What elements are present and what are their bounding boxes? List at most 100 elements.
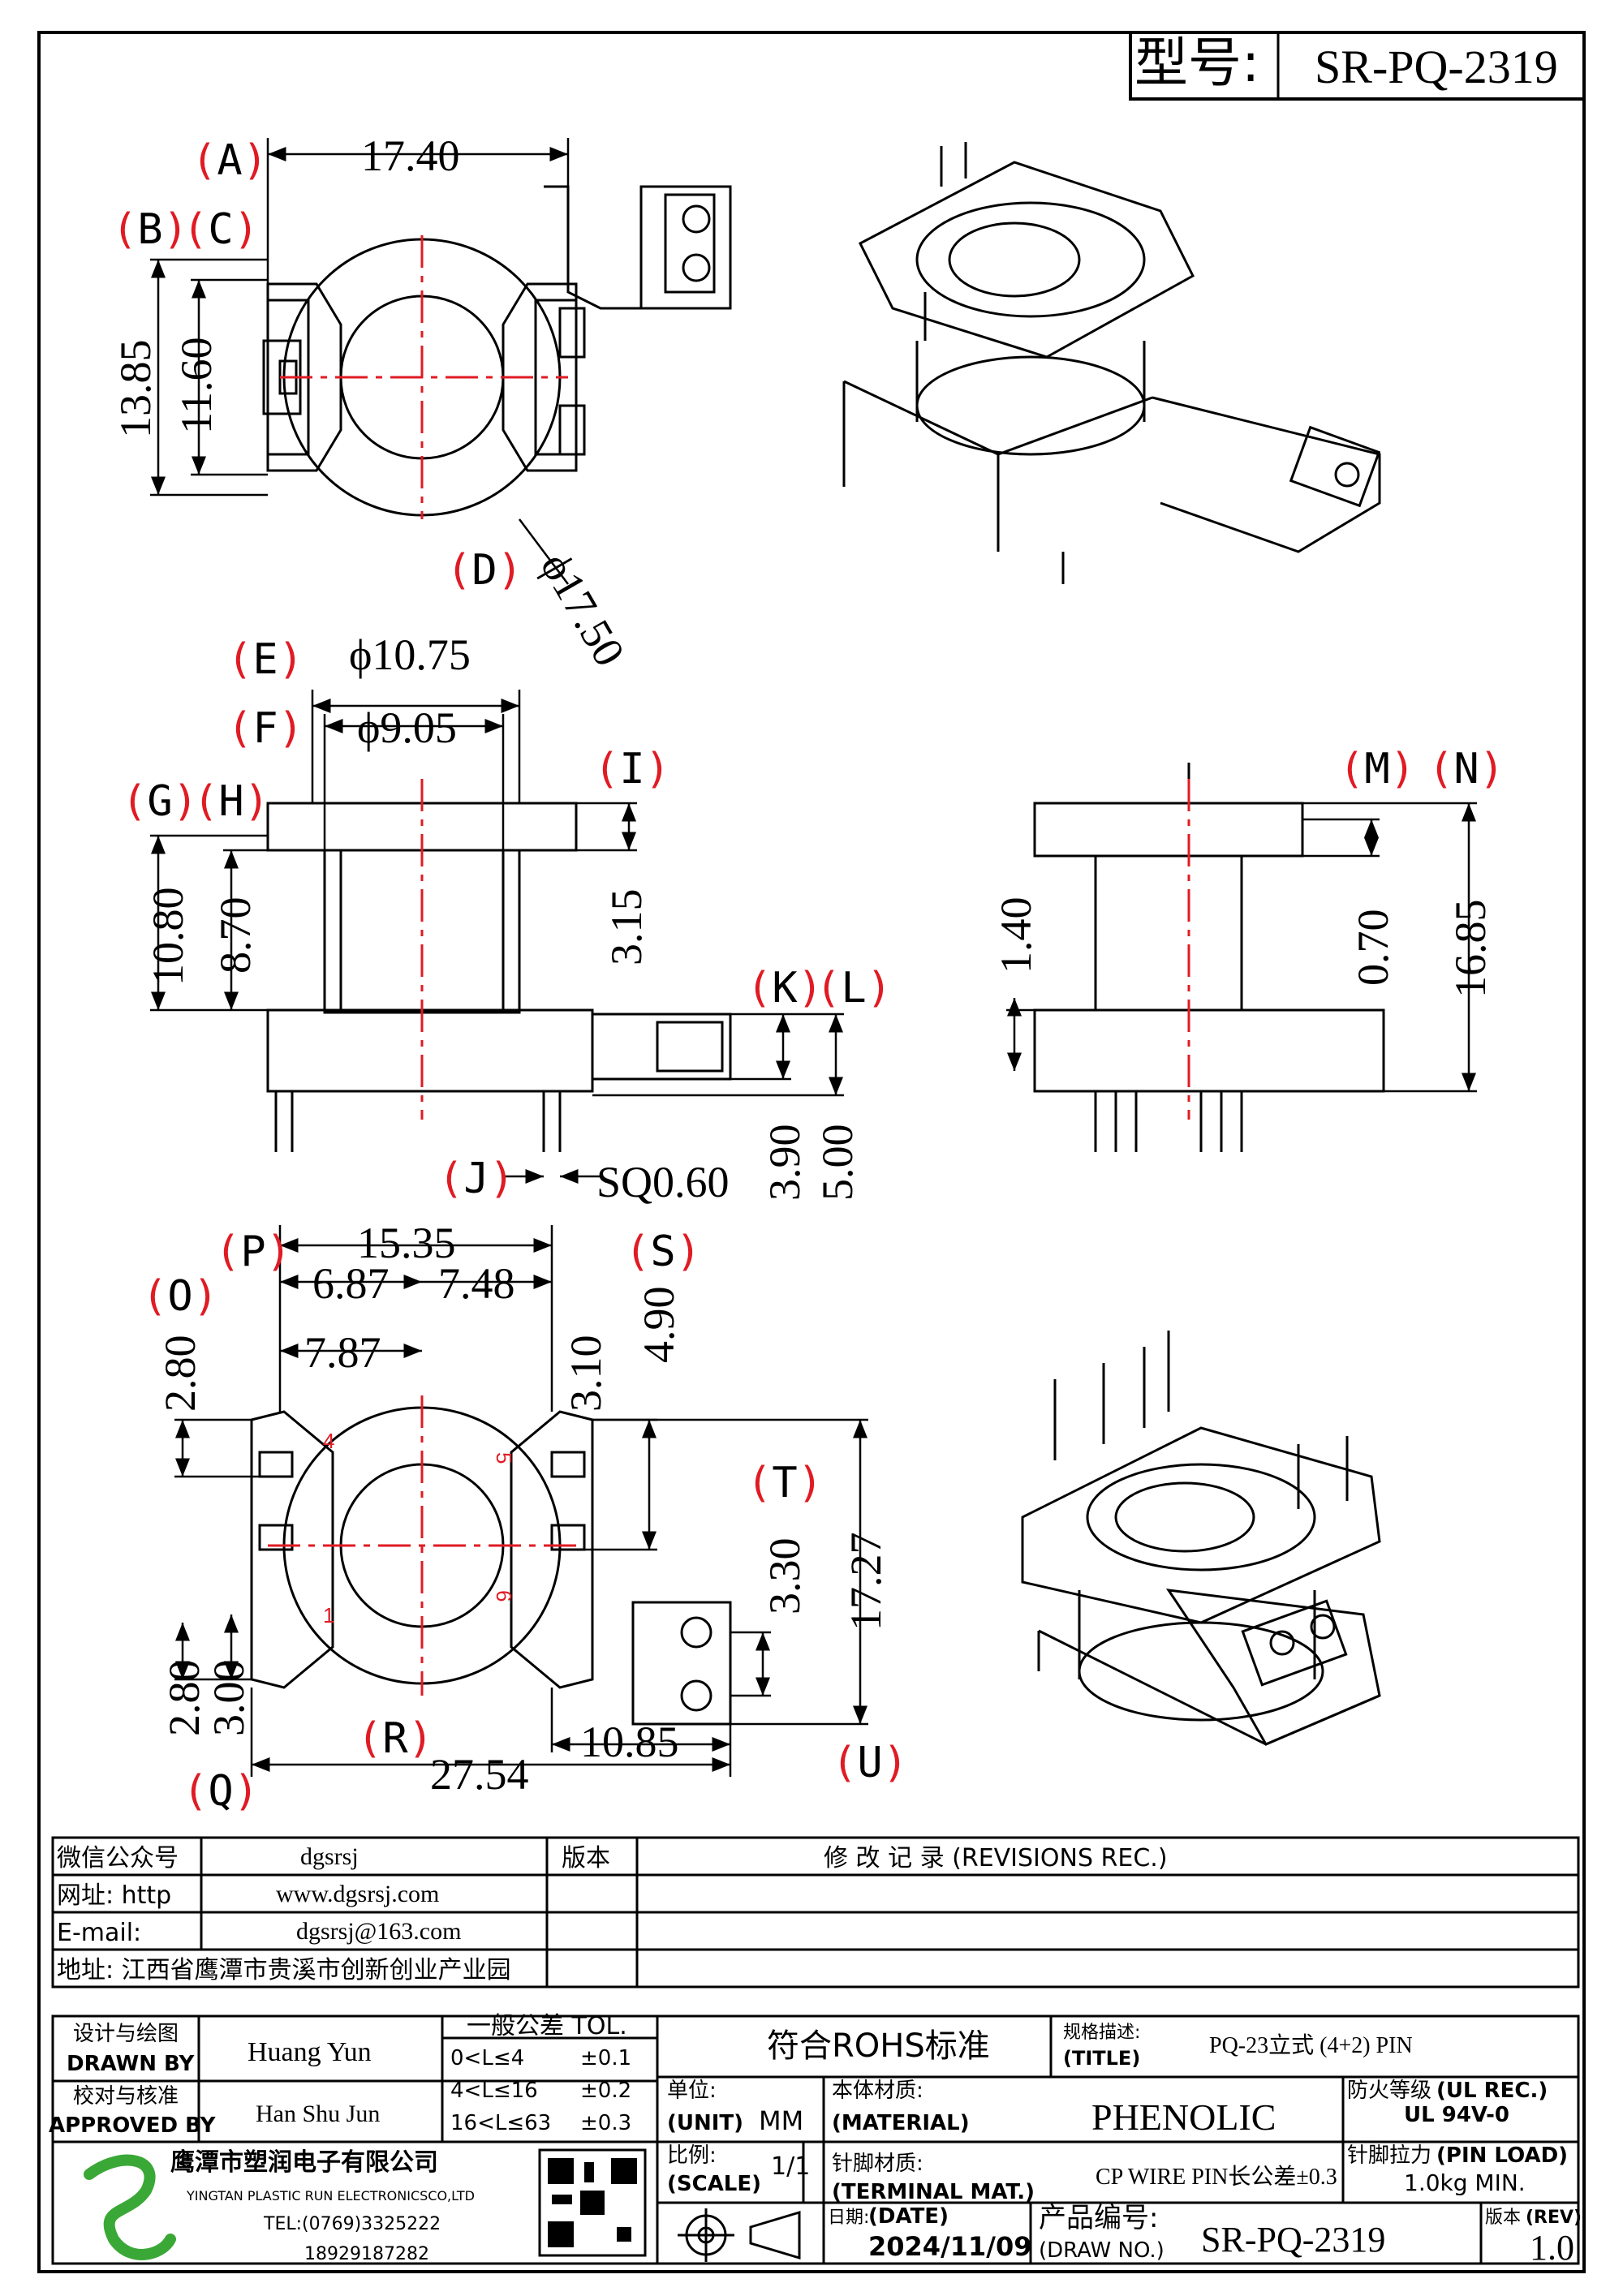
pin-numbers: 4 1 5 6: [323, 1429, 516, 1627]
dim-13-85: 13.85: [111, 340, 160, 439]
dim-sq-0-60: SQ0.60: [596, 1158, 730, 1206]
info-label-address: 地址: 江西省鹰潭市贵溪市创新创业产业园: [57, 1956, 511, 1984]
company-logo: [84, 2154, 176, 2260]
front-view: [266, 779, 732, 1152]
iso-view-bottom: [1021, 1331, 1381, 1746]
tol-range-1: 0<L≤4: [450, 2046, 524, 2070]
drawn-by-cn: 设计与绘图: [73, 2022, 179, 2046]
dim-phi-17-50: ϕ17.50: [532, 544, 635, 674]
company-cn: 鹰潭市塑润电子有限公司: [170, 2148, 438, 2177]
sheet-frame: [37, 31, 1586, 2273]
tol-range-2: 4<L≤16: [450, 2079, 538, 2103]
scale-value: 1/1: [771, 2152, 810, 2181]
dim-1-40: 1.40: [992, 897, 1040, 974]
dim-17-40: 17.40: [361, 131, 460, 180]
drawn-by-en: DRAWN BY: [67, 2052, 195, 2076]
scale-en: (SCALE): [667, 2172, 761, 2196]
drawno-cn: 产品编号:: [1039, 2202, 1158, 2234]
rev-en: (REV): [1526, 2208, 1582, 2228]
callout-n: (N): [1428, 745, 1505, 793]
dim-3-15: 3.15: [602, 889, 651, 966]
top-view: [262, 185, 732, 519]
revisions-header: 修 改 记 录 (REVISIONS REC.): [824, 1844, 1168, 1872]
dim-3-90: 3.90: [760, 1124, 809, 1202]
terminal-value: CP WIRE PIN长公差±0.3: [1096, 2164, 1337, 2190]
dim-8-70: 8.70: [211, 897, 260, 974]
title-cn: 规格描述:: [1063, 2023, 1140, 2043]
callout-p: (P): [215, 1228, 291, 1276]
dimension-texts: 17.40 13.85 11.60 ϕ17.50 ϕ10.75 ϕ9.05 10…: [111, 131, 1495, 1799]
callout-k: (K): [747, 964, 823, 1013]
dim-2-80-top: 2.80: [156, 1335, 204, 1412]
callouts: (A) (B) (C) (D) (E) (F) (G) (H) (I) (J) …: [112, 136, 1505, 1816]
drawn-by-name: Huang Yun: [248, 2037, 372, 2067]
dim-16-85: 16.85: [1446, 900, 1495, 999]
callout-h: (H): [193, 777, 269, 826]
tol-value-3: ±0.3: [580, 2111, 631, 2135]
unit-en: (UNIT): [667, 2111, 743, 2135]
flame-value: UL 94V-0: [1404, 2103, 1509, 2127]
callout-e: (E): [227, 635, 304, 684]
model-value: SR-PQ-2319: [1315, 41, 1558, 93]
dim-2-80-bot: 2.80: [160, 1660, 209, 1737]
dim-0-70: 0.70: [1349, 909, 1397, 987]
dim-phi-10-75: ϕ10.75: [349, 630, 471, 679]
material-cn: 本体材质:: [832, 2079, 923, 2103]
rev-value: 1.0: [1530, 2228, 1574, 2268]
callout-g: (G): [122, 777, 198, 826]
date-cn: 日期:: [828, 2208, 869, 2228]
dim-15-35: 15.35: [357, 1219, 456, 1267]
rev-cn: 版本: [1485, 2208, 1521, 2228]
info-label-wechat: 微信公众号: [57, 1844, 179, 1872]
dim-phi-9-05: ϕ9.05: [357, 703, 457, 752]
unit-value: MM: [759, 2105, 803, 2136]
pin-number-5: 5: [492, 1452, 516, 1464]
tol-title: 一般公差 TOL.: [467, 2012, 627, 2040]
bottom-view: [250, 1395, 732, 1726]
unit-cn: 单位:: [667, 2079, 717, 2103]
company-tel: TEL:(0769)3325222: [263, 2214, 441, 2234]
dim-10-80: 10.80: [144, 888, 192, 987]
title-block: 设计与绘图 DRAWN BY 校对与核准 APPROVED BY 一般公差 TO…: [49, 2012, 1582, 2268]
company-mobile: 18929187282: [304, 2244, 429, 2264]
pin-load-en: (PIN LOAD): [1436, 2143, 1568, 2168]
callout-q: (Q): [183, 1767, 259, 1816]
dim-7-87: 7.87: [304, 1328, 381, 1377]
approved-by-en: APPROVED BY: [49, 2113, 217, 2138]
side-view: [1033, 763, 1385, 1152]
drawno-value: SR-PQ-2319: [1201, 2220, 1385, 2259]
callout-o: (O): [142, 1272, 218, 1321]
dim-4-90: 4.90: [635, 1287, 683, 1364]
title-en: (TITLE): [1063, 2047, 1140, 2070]
date-value: 2024/11/09: [868, 2231, 1032, 2262]
dim-11-60: 11.60: [172, 338, 221, 435]
company-en: YINGTAN PLASTIC RUN ELECTRONICSCO,LTD: [186, 2188, 475, 2204]
callout-a: (A): [192, 136, 268, 185]
terminal-en: (TERMINAL MAT.): [832, 2180, 1035, 2204]
scale-cn: 比例:: [667, 2143, 717, 2168]
dim-10-85: 10.85: [580, 1718, 679, 1766]
dim-6-87: 6.87: [312, 1259, 390, 1308]
approved-by-name: Han Shu Jun: [256, 2100, 380, 2127]
callout-r: (R): [357, 1714, 433, 1763]
info-label-web: 网址: http: [57, 1881, 171, 1910]
pin-load-cn: 针脚拉力: [1347, 2143, 1431, 2168]
dim-3-30: 3.30: [760, 1538, 809, 1615]
dim-7-48: 7.48: [438, 1259, 515, 1308]
drawno-en: (DRAW NO.): [1039, 2238, 1165, 2263]
approved-by-cn: 校对与核准: [73, 2084, 179, 2109]
callout-i: (I): [594, 745, 670, 793]
callout-l: (L): [816, 964, 892, 1013]
dimension-lines: [150, 138, 1477, 1777]
projection-symbol: [678, 2208, 801, 2262]
info-label-email: E-mail:: [57, 1919, 141, 1947]
model-header: 型号: SR-PQ-2319: [1129, 31, 1586, 101]
rohs-label: 符合ROHS标准: [767, 2027, 990, 2065]
callout-m: (M): [1339, 745, 1415, 793]
callout-u: (U): [832, 1739, 908, 1787]
terminal-cn: 针脚材质:: [832, 2152, 923, 2176]
company-block: 鹰潭市塑润电子有限公司 YINGTAN PLASTIC RUN ELECTRON…: [84, 2148, 647, 2264]
callout-d: (D): [446, 546, 523, 595]
pin-number-6: 6: [492, 1590, 516, 1602]
